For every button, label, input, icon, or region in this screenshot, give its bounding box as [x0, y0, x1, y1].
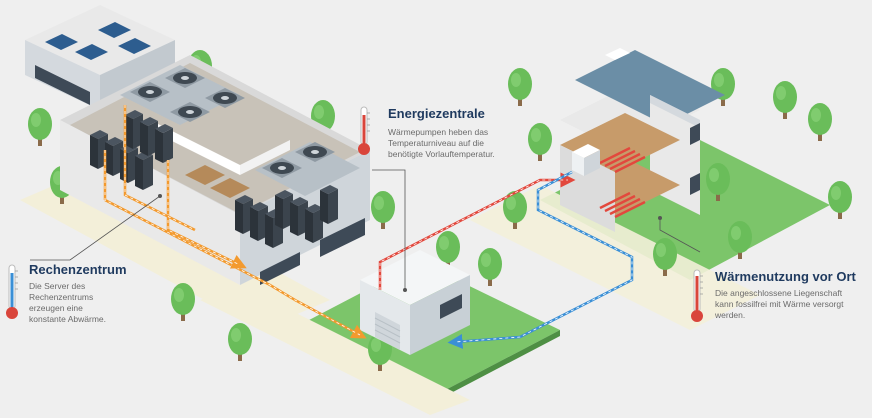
desc-line: benötigte Vorlauftemperatur. — [388, 149, 495, 159]
thermometer-icon — [691, 269, 703, 322]
desc-line: werden. — [715, 310, 746, 320]
desc-line: Rechenzentrums — [29, 292, 94, 302]
label-energiezentrale: Energiezentrale Wärmepumpen heben das Te… — [388, 106, 538, 160]
label-waermenutzung: Wärmenutzung vor Ort Die angeschlossene … — [715, 269, 870, 321]
warm-pipe-datacenter — [103, 105, 367, 339]
solar-panel-icon — [45, 22, 151, 60]
desc-line: Die Server des — [29, 281, 86, 291]
heat-pump-unit-icon — [572, 144, 600, 176]
label-rechenzentrum: Rechenzentrum Die Server des Rechenzentr… — [29, 262, 139, 325]
leader-lines — [30, 169, 701, 292]
waermenutzung-title: Wärmenutzung vor Ort — [715, 269, 856, 284]
ground-path — [200, 285, 470, 415]
cooling-fan-icon — [120, 65, 360, 196]
rechenzentrum-title: Rechenzentrum — [29, 262, 127, 277]
energiezentrale-title: Energiezentrale — [388, 106, 485, 121]
thermometer-icon — [6, 264, 18, 319]
desc-line: Die angeschlossene Liegenschaft — [715, 288, 843, 298]
rechenzentrum-description: Die Server des Rechenzentrums erzeugen e… — [29, 281, 139, 325]
desc-line: erzeugen eine — [29, 303, 83, 313]
waermenutzung-description: Die angeschlossene Liegenschaft kann fos… — [715, 288, 870, 321]
energiezentrale-description: Wärmepumpen heben das Temperaturniveau a… — [388, 127, 538, 160]
desc-line: Temperaturniveau auf die — [388, 138, 484, 148]
desc-line: konstante Abwärme. — [29, 314, 107, 324]
thermometer-icon — [358, 106, 370, 155]
residential-house — [560, 48, 725, 232]
hot-pipe-supply — [378, 172, 576, 290]
desc-line: Wärmepumpen heben das — [388, 127, 489, 137]
cold-pipe-return — [447, 170, 634, 349]
desc-line: kann fossilfrei mit Wärme versorgt — [715, 299, 844, 309]
underfloor-heating — [599, 146, 646, 219]
energy-center-building — [360, 250, 470, 355]
